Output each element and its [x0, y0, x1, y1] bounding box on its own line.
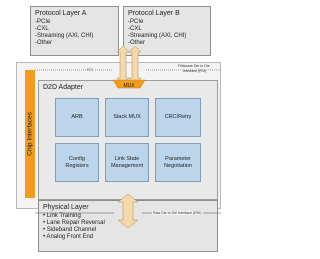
config-registers-label: Config Registers [65, 156, 89, 169]
connectors-overlay [35, 45, 221, 229]
chip-interfaces-band: Chip Interfaces [25, 70, 35, 198]
protocol-b-item: -Other [128, 40, 146, 46]
physical-item: • Lane Repair Reversal [43, 220, 105, 226]
stack-mux-block: Stack MUX [105, 98, 149, 137]
protocol-b-item: -PCIe [128, 19, 144, 25]
fdi-right-label-line2: Interface (FDI) [183, 68, 207, 73]
arrow-protocol-b-icon [128, 45, 142, 85]
crc-retry-block: CRC/Retry [155, 98, 201, 137]
stack-mux-label: Stack MUX [113, 114, 141, 121]
protocol-a-item: -Other [35, 40, 53, 46]
parameter-negotiation-label: Parameter Negotiation [164, 156, 192, 169]
protocol-a-item: -CXL [35, 26, 49, 32]
protocol-a-item: -PCIe [35, 19, 51, 25]
protocol-layer-a-title: Protocol Layer A [35, 10, 87, 17]
crc-retry-label: CRC/Retry [164, 114, 192, 121]
protocol-b-item: -CXL [128, 26, 142, 32]
arb-block: ARB [55, 98, 99, 137]
mux-icon [112, 79, 146, 89]
arb-label: ARB [71, 114, 83, 121]
protocol-layer-b: Protocol Layer B -PCIe -CXL -Streaming (… [123, 6, 211, 56]
physical-item: • Analog Front End [43, 234, 94, 240]
d2d-adapter-title: D2D Adapter [43, 84, 84, 91]
arrow-protocol-a-icon [116, 45, 130, 85]
d2d-adapter: D2D Adapter ARB Stack MUX CRC/Retry Conf… [38, 80, 218, 200]
physical-item: • Link Training [43, 213, 81, 219]
link-state-management-block: Link State Management [105, 143, 149, 182]
config-registers-block: Config Registers [55, 143, 99, 182]
rdi-right-label: Raw Die to Die Interface (RDI) [152, 210, 203, 215]
parameter-negotiation-block: Parameter Negotiation [155, 143, 201, 182]
physical-item: • Sideband Channel [43, 227, 97, 233]
protocol-a-item: -Streaming (AXI, CHI) [35, 33, 94, 39]
arrow-adapter-physical-icon [117, 193, 139, 229]
protocol-layer-b-title: Protocol Layer B [128, 10, 180, 17]
fdi-right-label-line1: FlitAware Die to Die [178, 64, 210, 68]
protocol-layer-a: Protocol Layer A -PCIe -CXL -Streaming (… [30, 6, 119, 56]
fdi-left-label: FDI [86, 67, 94, 72]
physical-layer-title: Physical Layer [43, 204, 89, 211]
protocol-b-item: -Streaming (AXI, CHI) [128, 33, 187, 39]
mux-label: MUX [123, 83, 135, 89]
link-state-management-label: Link State Management [110, 156, 144, 169]
